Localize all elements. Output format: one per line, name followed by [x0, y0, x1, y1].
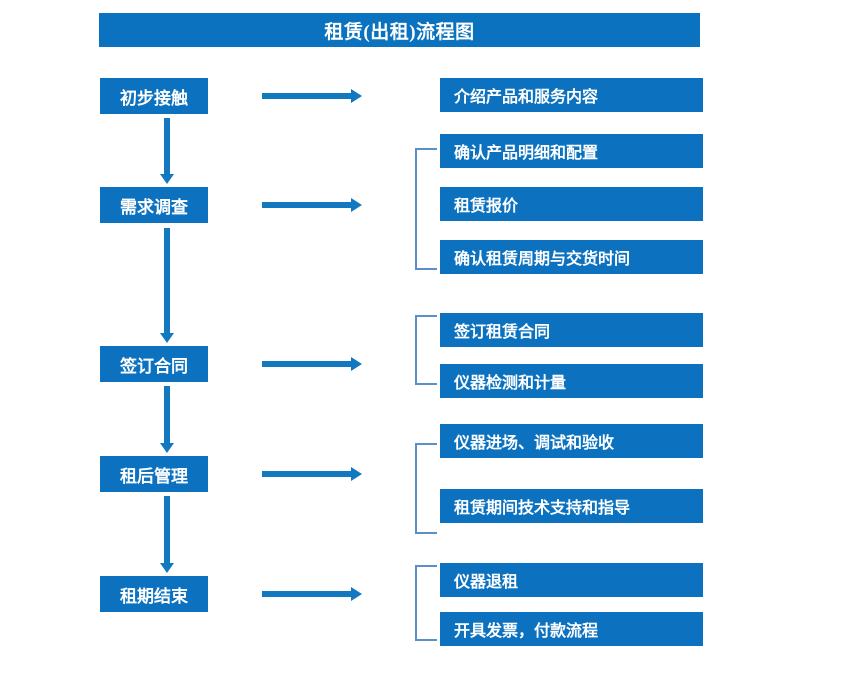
arrow-stem: [164, 496, 170, 563]
arrow-stem: [164, 118, 170, 174]
arrow-head-icon: [351, 357, 362, 371]
arrow-stem: [262, 471, 352, 477]
detail-box-4-1[interactable]: 仪器进场、调试和验收: [440, 424, 703, 458]
page-title: 租赁(出租)流程图: [99, 13, 700, 47]
vertical-arrow-4: [160, 496, 174, 573]
horizontal-arrow-4: [262, 467, 362, 481]
stage-box-5[interactable]: 租期结束: [100, 576, 208, 612]
vertical-arrow-2: [160, 228, 174, 343]
arrow-stem: [164, 386, 170, 443]
detail-box-5-2[interactable]: 开具发票，付款流程: [440, 612, 703, 646]
arrow-stem: [262, 591, 352, 597]
detail-box-4-2[interactable]: 租赁期间技术支持和指导: [440, 489, 703, 523]
horizontal-arrow-5: [262, 587, 362, 601]
vertical-arrow-3: [160, 386, 174, 453]
detail-box-5-1[interactable]: 仪器退租: [440, 563, 703, 597]
detail-box-2-2[interactable]: 租赁报价: [440, 187, 703, 221]
horizontal-arrow-1: [262, 89, 362, 103]
horizontal-arrow-2: [262, 198, 362, 212]
arrow-head-icon: [160, 563, 174, 573]
detail-box-2-1[interactable]: 确认产品明细和配置: [440, 134, 703, 168]
arrow-head-icon: [160, 174, 174, 184]
detail-box-3-2[interactable]: 仪器检测和计量: [440, 364, 703, 398]
arrow-stem: [164, 228, 170, 333]
stage-box-4[interactable]: 租后管理: [100, 456, 208, 492]
vertical-arrow-1: [160, 118, 174, 184]
arrow-head-icon: [160, 443, 174, 453]
arrow-stem: [262, 93, 352, 99]
arrow-head-icon: [351, 89, 362, 103]
stage-box-3[interactable]: 签订合同: [100, 346, 208, 382]
arrow-head-icon: [351, 198, 362, 212]
detail-box-2-3[interactable]: 确认租赁周期与交货时间: [440, 240, 703, 274]
detail-box-3-1[interactable]: 签订租赁合同: [440, 313, 703, 347]
group-bracket-4: [415, 443, 437, 534]
arrow-head-icon: [160, 333, 174, 343]
detail-box-1-1[interactable]: 介绍产品和服务内容: [440, 78, 703, 112]
horizontal-arrow-3: [262, 357, 362, 371]
group-bracket-5: [415, 565, 437, 641]
stage-box-1[interactable]: 初步接触: [100, 78, 208, 114]
arrow-stem: [262, 361, 352, 367]
arrow-head-icon: [351, 587, 362, 601]
arrow-head-icon: [351, 467, 362, 481]
group-bracket-2: [415, 148, 437, 270]
arrow-stem: [262, 202, 352, 208]
stage-box-2[interactable]: 需求调查: [100, 187, 208, 223]
group-bracket-3: [415, 315, 437, 385]
